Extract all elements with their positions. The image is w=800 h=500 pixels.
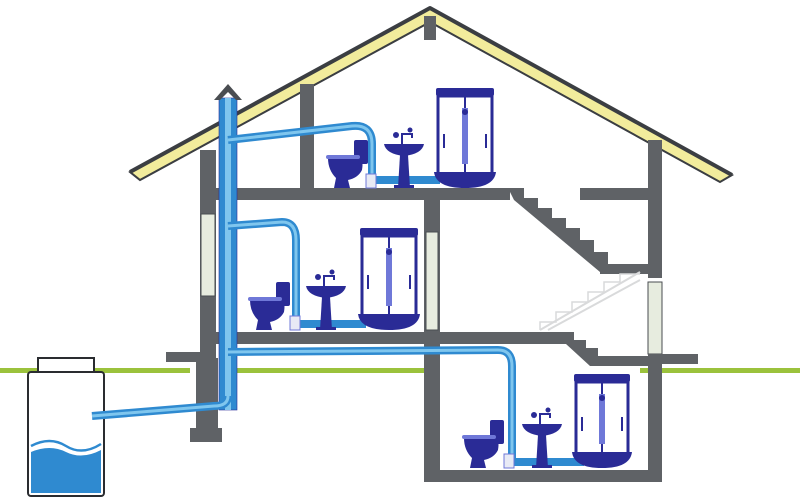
- middle-wall-lower: [424, 342, 440, 480]
- left-footing: [190, 428, 222, 442]
- toilet-icon: [326, 140, 368, 188]
- shower-head-icon: [599, 395, 605, 401]
- shower-cabin-icon: [572, 374, 632, 468]
- septic-tank-cap: [37, 357, 95, 373]
- right-window: [647, 281, 663, 355]
- shower-top: [360, 228, 418, 236]
- sink-base: [532, 465, 552, 468]
- toilet-bowl: [464, 438, 499, 468]
- sink-basin: [384, 144, 424, 156]
- septic-tank-wave: [30, 439, 102, 452]
- shower-panel: [599, 394, 605, 444]
- attic-post-left: [300, 84, 314, 190]
- toilet-seat: [462, 435, 496, 439]
- sink-pedestal: [320, 297, 332, 330]
- sink-icon: [522, 407, 562, 468]
- toilet-seat: [248, 297, 282, 301]
- ridge-post: [424, 16, 436, 40]
- sink-base: [394, 185, 414, 188]
- basement-stair-steps: [560, 332, 650, 366]
- shower-top: [574, 374, 630, 382]
- vent-arrow-icon: [214, 84, 242, 100]
- sink-pedestal: [536, 435, 548, 468]
- lower-stair-rail-2: [547, 279, 641, 331]
- shower-cabin-icon: [358, 228, 420, 330]
- shower-panel: [462, 108, 468, 164]
- ground-strip-mid: [230, 368, 430, 373]
- outlet-pipe-inner: [91, 395, 230, 418]
- upper-stair-landing: [600, 264, 650, 274]
- toilet-icon: [462, 420, 504, 468]
- sink-pedestal: [398, 155, 410, 188]
- basement-floor-slab: [424, 470, 662, 482]
- ground: [0, 368, 800, 373]
- attic-floor-slab: [200, 188, 510, 200]
- toilet-icon: [248, 282, 290, 330]
- faucet-icon: [539, 413, 551, 424]
- shower-cabin-icon: [434, 88, 496, 188]
- left-foundation: [196, 358, 218, 430]
- lower-staircase: [539, 271, 650, 366]
- shower-head-icon: [386, 249, 392, 255]
- middle-window: [425, 231, 439, 331]
- attic-floor-right: [580, 188, 662, 200]
- shower-head-icon: [462, 109, 468, 115]
- vent-stack-inner: [225, 98, 231, 410]
- septic-tank-water: [31, 448, 101, 493]
- drain-fitting: [503, 453, 515, 469]
- basement-branch-pipe-inner: [227, 348, 514, 460]
- ground-floor-slab: [200, 332, 570, 344]
- toilet-bowl: [328, 158, 363, 188]
- sink-basin: [522, 424, 562, 436]
- toilet-bowl: [250, 300, 285, 330]
- sink-icon: [306, 269, 346, 330]
- upper-staircase: [508, 188, 650, 274]
- tap-handle-right: [329, 269, 335, 275]
- sink-icon: [384, 127, 424, 188]
- sink-base: [316, 327, 336, 330]
- attic-post-right: [648, 140, 662, 190]
- left-window: [200, 213, 216, 297]
- shower-top: [436, 88, 494, 96]
- upper-stair-steps: [508, 188, 640, 272]
- sink-basin: [306, 286, 346, 298]
- right-wall-lower: [648, 358, 662, 478]
- drain-fitting: [289, 315, 301, 331]
- faucet-icon: [401, 133, 413, 144]
- tap-handle-right: [407, 127, 413, 133]
- toilet-seat: [326, 155, 360, 159]
- tap-handle-left: [393, 132, 399, 138]
- shower-tray: [572, 452, 632, 468]
- right-plinth: [648, 354, 698, 364]
- drain-fitting: [365, 173, 377, 189]
- drain-pipes: [91, 84, 584, 466]
- attic-branch-pipe-inner: [227, 124, 374, 178]
- tap-handle-left: [531, 412, 537, 418]
- shower-tray: [358, 314, 420, 330]
- shower-tray: [434, 172, 496, 188]
- right-wall-upper: [648, 198, 662, 278]
- shower-panel: [386, 248, 392, 306]
- ground-branch-pipe-inner: [227, 220, 298, 322]
- left-wall-attic: [200, 150, 216, 190]
- faucet-icon: [323, 275, 335, 286]
- plumbing-fixtures: [248, 88, 632, 469]
- septic-tank-icon: [27, 357, 105, 497]
- tap-handle-right: [545, 407, 551, 413]
- left-plinth: [166, 352, 210, 362]
- lower-stair-outline: [539, 273, 640, 330]
- house-structure: [166, 84, 698, 482]
- ground-strip-right: [640, 368, 800, 373]
- tap-handle-left: [315, 274, 321, 280]
